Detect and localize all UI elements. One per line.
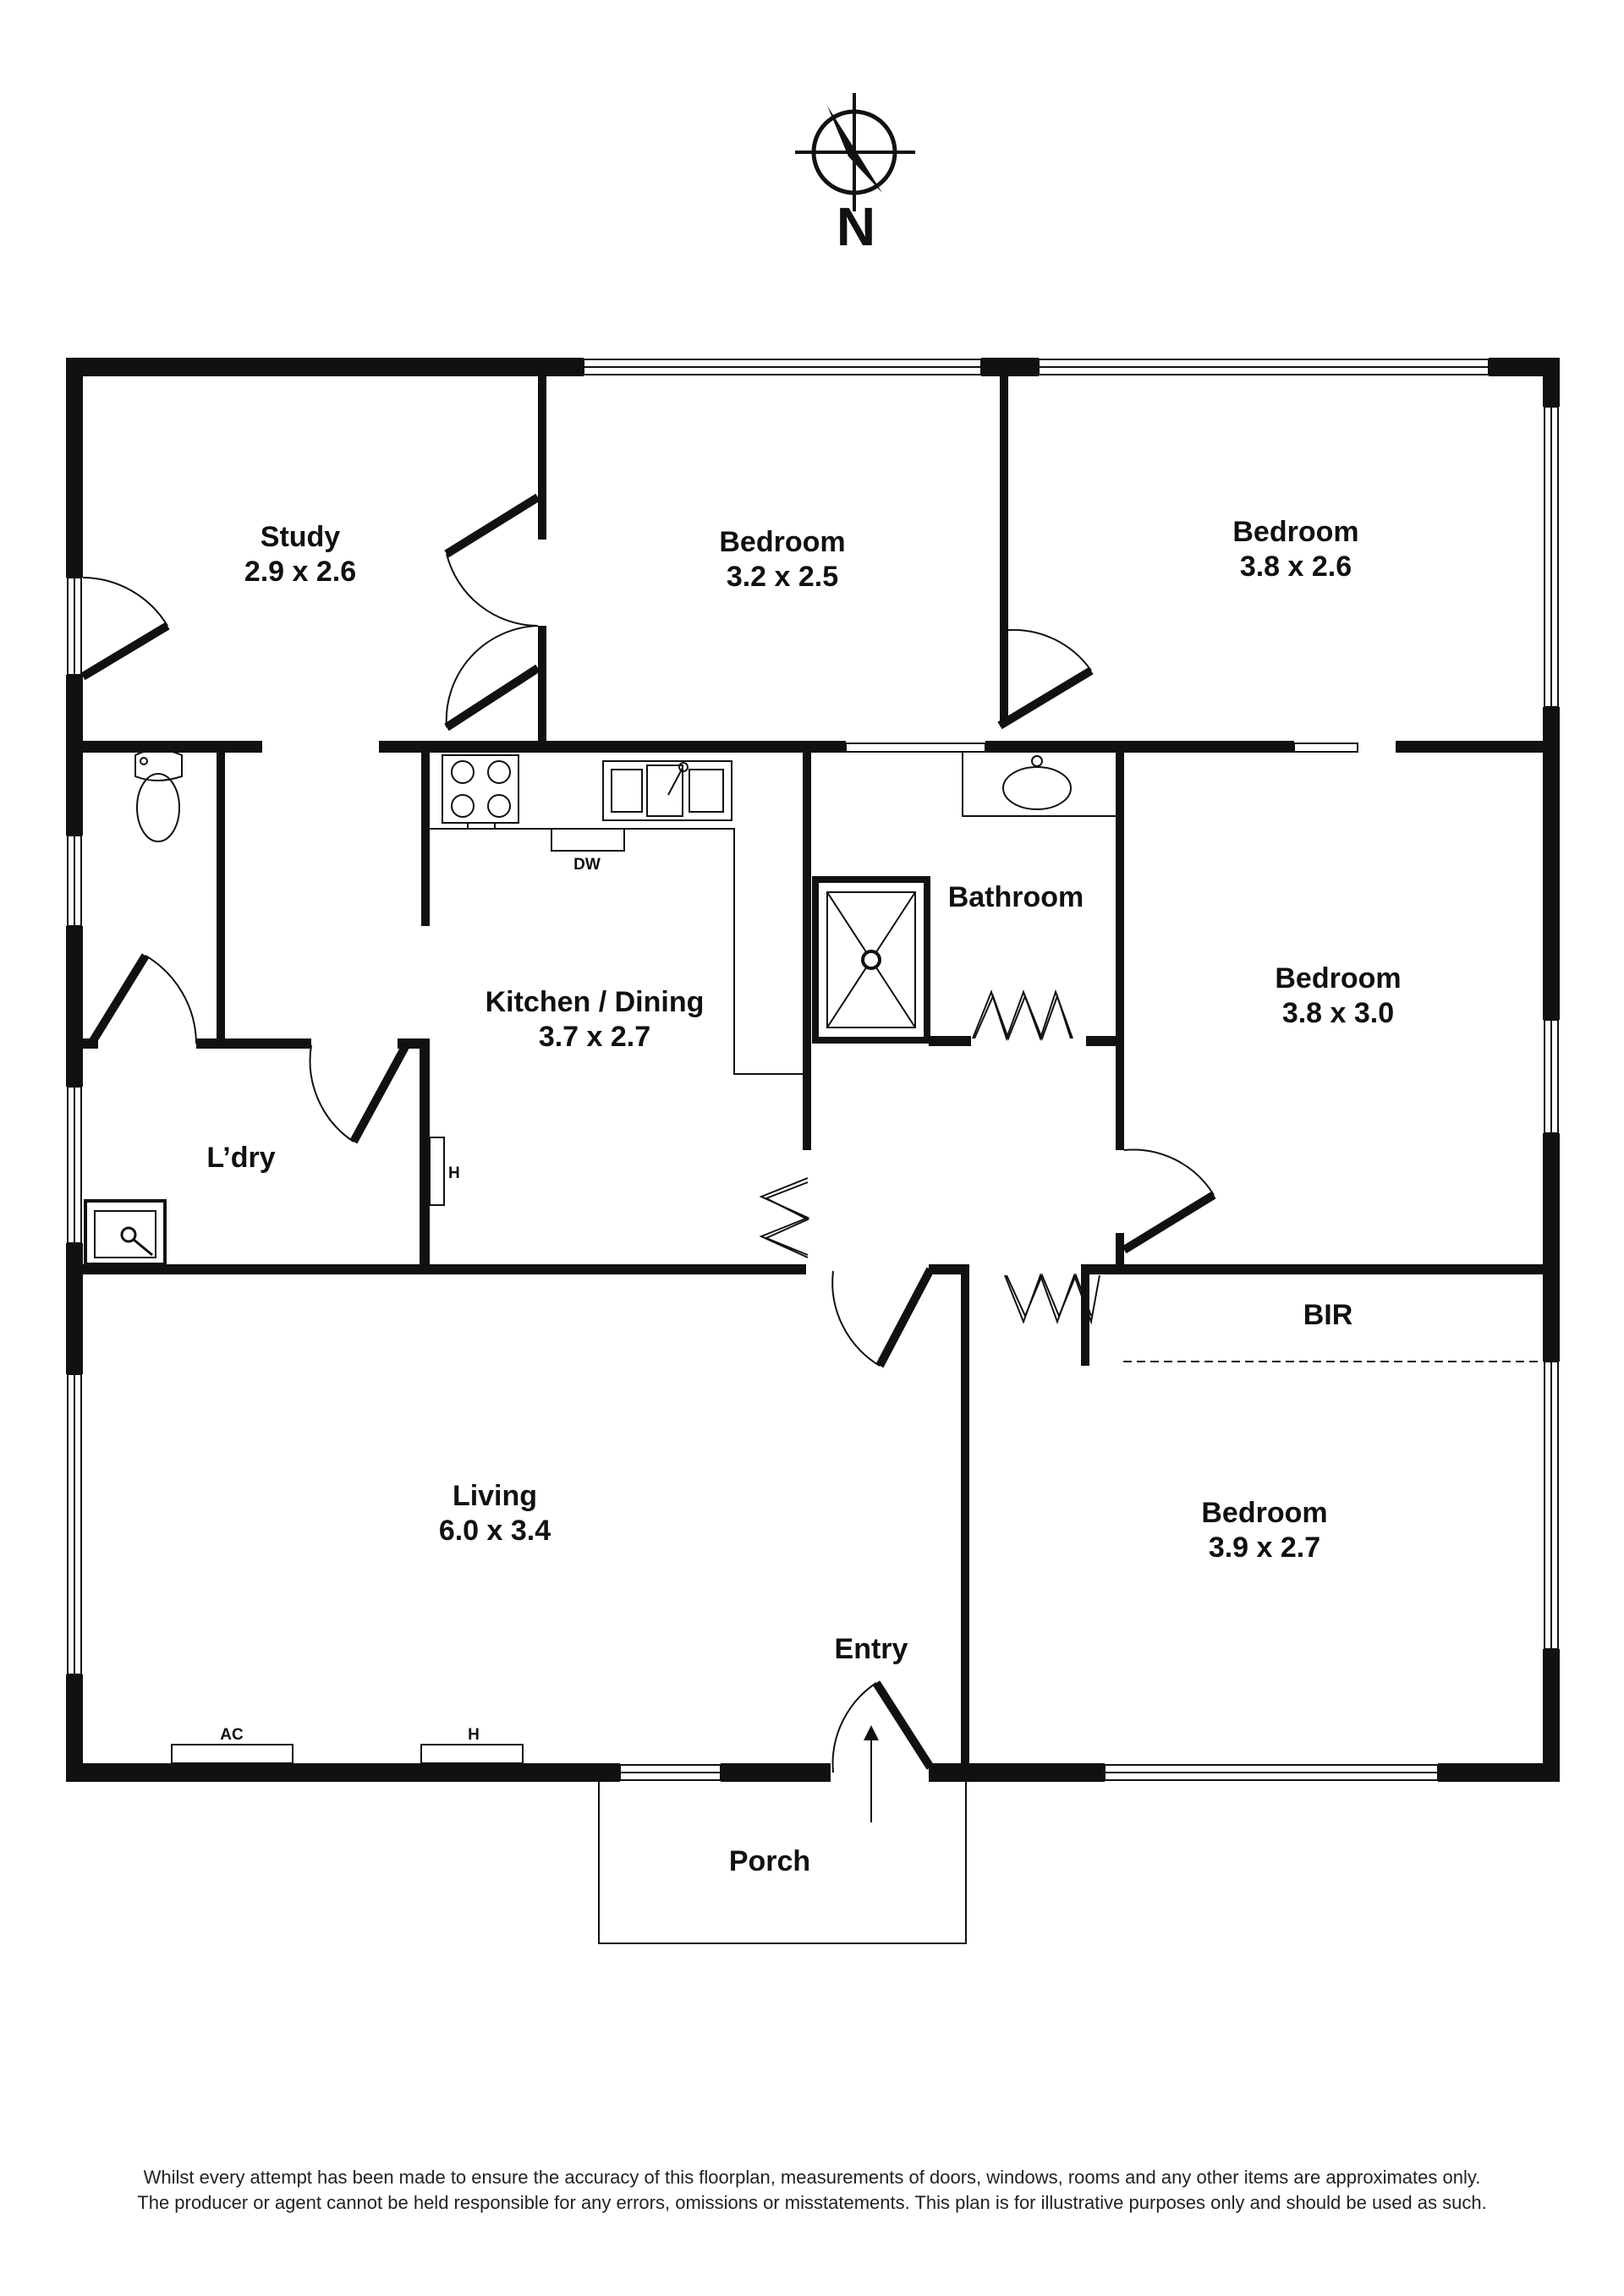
dishwasher-label: DW	[573, 856, 601, 874]
disclaimer: Whilst every attempt has been made to en…	[0, 2165, 1624, 2216]
bathroom-name: Bathroom	[948, 881, 1084, 913]
dishwasher	[551, 828, 625, 852]
interior-walls	[83, 375, 1543, 1772]
toilet-icon	[134, 748, 183, 842]
compass-icon	[795, 93, 915, 211]
study-name: Study	[261, 521, 341, 553]
bedroom1-name: Bedroom	[719, 526, 845, 558]
bedroom1-dims: 3.2 x 2.5	[727, 561, 838, 593]
laundry-tub-icon	[84, 1199, 167, 1266]
bir-name: BIR	[1303, 1299, 1353, 1331]
living-dims: 6.0 x 3.4	[439, 1515, 551, 1547]
bedroom4-name: Bedroom	[1201, 1497, 1327, 1529]
porch-name: Porch	[729, 1845, 810, 1877]
heater-kitchen-label: H	[448, 1164, 460, 1182]
entry-name: Entry	[835, 1633, 908, 1665]
heater-kitchen	[429, 1137, 445, 1206]
living-name: Living	[453, 1480, 537, 1512]
aircon-label: AC	[220, 1726, 244, 1744]
kitchen-dims: 3.7 x 2.7	[539, 1021, 650, 1053]
shower-icon	[812, 876, 930, 1044]
bedroom3-name: Bedroom	[1275, 962, 1401, 995]
aircon-unit	[171, 1744, 294, 1764]
cooktop-icon	[442, 754, 519, 830]
sink-icon	[602, 760, 732, 821]
bedroom3-dims: 3.8 x 3.0	[1282, 997, 1394, 1029]
kitchen-name: Kitchen / Dining	[486, 986, 705, 1018]
vanity-icon	[962, 753, 1116, 817]
bedroom2-name: Bedroom	[1232, 516, 1358, 548]
porch-outline	[598, 1782, 967, 1944]
bedroom4-dims: 3.9 x 2.7	[1209, 1532, 1320, 1564]
disclaimer-line-2: The producer or agent cannot be held res…	[137, 2192, 1487, 2213]
entry-arrow-icon	[864, 1725, 879, 1822]
heater-living-label: H	[468, 1726, 480, 1744]
bedroom2-dims: 3.8 x 2.6	[1240, 551, 1352, 583]
laundry-name: L’dry	[206, 1142, 275, 1174]
heater-living	[420, 1744, 524, 1764]
disclaimer-line-1: Whilst every attempt has been made to en…	[143, 2167, 1481, 2188]
north-label: N	[837, 196, 875, 257]
doors	[80, 493, 1216, 1773]
windows	[67, 359, 1559, 1781]
study-dims: 2.9 x 2.6	[244, 556, 356, 588]
bifold-doors	[759, 989, 1100, 1325]
outer-walls	[66, 358, 1560, 1782]
